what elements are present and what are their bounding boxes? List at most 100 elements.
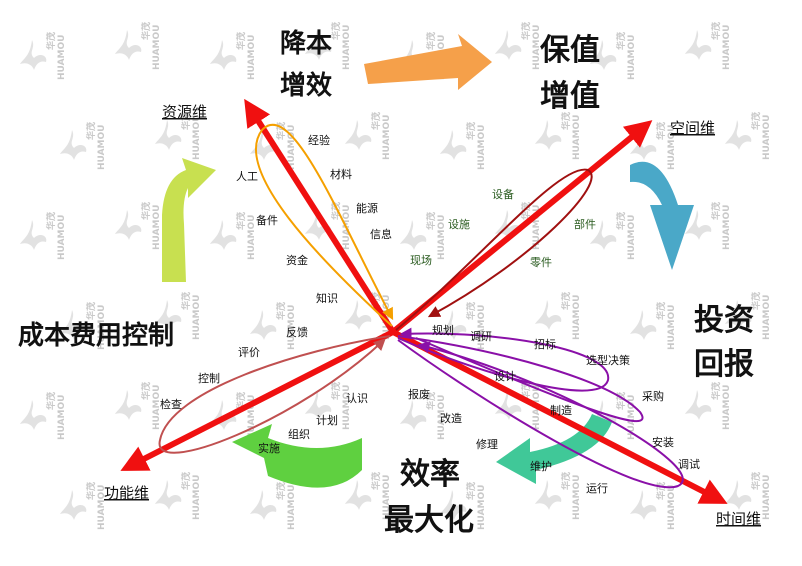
watermark-text-cn: 华茂 [140, 382, 152, 400]
goal-cost-control: 成本费用控制 [18, 321, 174, 351]
watermark-text-cn: 华茂 [710, 202, 722, 220]
resource-item: 经验 [308, 133, 330, 147]
watermark-text-en: HUAMOU [382, 475, 392, 520]
watermark-text-en: HUAMOU [762, 475, 772, 520]
function-item: 控制 [198, 371, 220, 385]
watermark-logo-icon [535, 120, 562, 150]
watermark-logo-icon [590, 40, 617, 70]
watermark-logo-icon [630, 490, 657, 520]
watermark-text-en: HUAMOU [532, 25, 542, 70]
watermark-text-cn: 华茂 [465, 122, 477, 140]
goal-investment-2: 回报 [694, 347, 754, 382]
watermark-text-en: HUAMOU [572, 115, 582, 160]
watermark-logo-icon [725, 300, 752, 330]
function-item: 实施 [258, 441, 280, 455]
watermark-logo-icon [345, 300, 372, 330]
watermark-text-cn: 华茂 [750, 472, 762, 490]
space-item: 部件 [574, 217, 596, 231]
time-item: 规划 [432, 323, 454, 337]
watermark-text-cn: 华茂 [140, 22, 152, 40]
watermark-logo-icon [20, 40, 47, 70]
watermark-text-cn: 华茂 [45, 32, 57, 50]
time-item: 采购 [642, 389, 664, 403]
watermark-text-en: HUAMOU [627, 35, 637, 80]
resource-item: 备件 [256, 213, 278, 227]
watermark-text-en: HUAMOU [722, 25, 732, 70]
watermark-text-en: HUAMOU [667, 305, 677, 350]
time-item: 选型决策 [586, 353, 630, 367]
watermark-text-en: HUAMOU [342, 25, 352, 70]
function-item: 反馈 [286, 326, 308, 339]
goal-value-2: 增值 [540, 79, 600, 114]
watermark-text-en: HUAMOU [57, 215, 67, 260]
time-item: 报废 [408, 387, 430, 401]
watermark-text-en: HUAMOU [627, 395, 637, 440]
space-item: 设备 [492, 187, 514, 201]
watermark-logo-icon [60, 130, 87, 160]
watermark-text-cn: 华茂 [45, 392, 57, 410]
time-item: 改造 [440, 411, 462, 425]
watermark-text-cn: 华茂 [180, 112, 192, 130]
watermark-logo-icon [305, 210, 332, 240]
watermark-text-cn: 华茂 [560, 472, 572, 490]
watermark-text-cn: 华茂 [180, 472, 192, 490]
watermark-text-en: HUAMOU [192, 475, 202, 520]
watermark-text-cn: 华茂 [710, 382, 722, 400]
watermark-text-en: HUAMOU [762, 295, 772, 340]
watermark-text-cn: 华茂 [370, 112, 382, 130]
watermark-logo-icon [590, 220, 617, 250]
yellowgreen-flow-arrow [162, 158, 216, 282]
watermark-text-cn: 华茂 [655, 122, 667, 140]
watermark-logo-icon [685, 390, 712, 420]
watermark-text-en: HUAMOU [477, 125, 487, 170]
watermark-text-cn: 华茂 [465, 302, 477, 320]
watermark-logo-icon [725, 120, 752, 150]
resource-item: 知识 [316, 291, 338, 305]
watermark-logo-icon [305, 30, 332, 60]
watermark-text-cn: 华茂 [615, 32, 627, 50]
watermark-text-cn: 华茂 [85, 122, 97, 140]
function-item: 检查 [160, 397, 182, 411]
space-item: 现场 [410, 253, 432, 267]
watermark-logo-icon [20, 400, 47, 430]
watermark-text-cn: 华茂 [180, 292, 192, 310]
blue-flow-arrow [630, 161, 694, 270]
watermark-logo-icon [20, 220, 47, 250]
goal-investment-1: 投资 [694, 303, 754, 338]
watermark-text-cn: 华茂 [275, 302, 287, 320]
watermark-logo-icon [305, 390, 332, 420]
watermark-text-cn: 华茂 [330, 22, 342, 40]
time-item: 修理 [476, 437, 498, 451]
time-axis-arrow [391, 329, 728, 504]
watermark-logo-icon [155, 300, 182, 330]
time-item: 运行 [586, 482, 608, 495]
watermark-text-cn: 华茂 [85, 302, 97, 320]
watermark-text-en: HUAMOU [152, 385, 162, 430]
time-item: 招标 [534, 337, 556, 351]
watermark-logo-icon [115, 30, 142, 60]
watermark-logo-icon [440, 310, 467, 340]
time-item: 调研 [470, 330, 492, 343]
time-item: 制造 [550, 403, 572, 417]
watermark-text-en: HUAMOU [437, 215, 447, 260]
watermark-text-en: HUAMOU [287, 305, 297, 350]
green-flow-arrow [232, 424, 362, 488]
time-item: 维护 [530, 459, 552, 473]
watermark-text-cn: 华茂 [750, 292, 762, 310]
watermark-text-en: HUAMOU [97, 125, 107, 170]
